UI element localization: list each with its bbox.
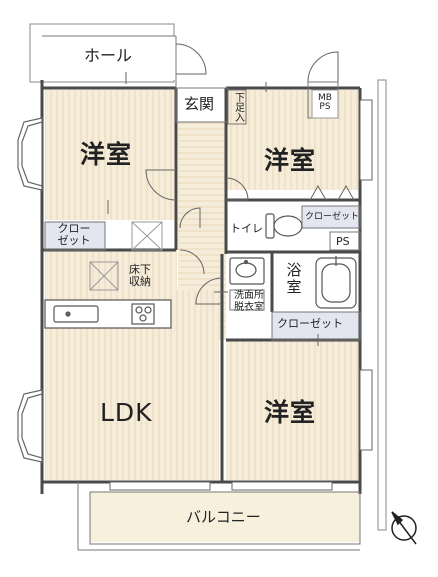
underfloor-line2: 収納: [129, 275, 151, 289]
mb-label: MB: [318, 93, 332, 103]
balcony-label: バルコニー: [186, 508, 261, 526]
closet-w-line1: クロー: [57, 222, 91, 235]
washroom-line1: 洗面所: [234, 290, 264, 301]
door-swings: [145, 43, 355, 305]
bath-label: 浴 室: [280, 262, 308, 295]
bath-line1: 浴: [286, 261, 302, 279]
closet-ne-label: クローゼット: [305, 212, 360, 222]
washer-pan: [229, 289, 265, 311]
closet-mid-label: クローゼット: [277, 317, 343, 330]
closet-w-fill: [45, 222, 105, 248]
floor-fills: [42, 36, 360, 542]
western-nw-label: 洋室: [80, 140, 133, 169]
kitchen-sink-icon: [53, 305, 99, 323]
mb-ps-label: MB PS: [314, 94, 336, 112]
entrance-label: 玄関: [184, 95, 215, 113]
ldk-label: LDK: [100, 398, 153, 427]
washroom-label: 洗面所 脱衣室: [227, 290, 271, 313]
closet-ne-fill: [302, 206, 360, 228]
toilet-label: トイレ: [230, 222, 263, 235]
western-ne-label: 洋室: [264, 146, 317, 175]
closet-w-label: クロー ゼット: [50, 222, 98, 248]
bay-window-lower: [17, 389, 43, 463]
wash-basin-icon: [229, 257, 265, 285]
hall-floor: [42, 36, 177, 80]
entrance-floor: [178, 90, 228, 122]
mb-ps-box: [311, 89, 339, 119]
underfloor-line1: 床下: [129, 263, 151, 276]
kitchen-counter: [44, 299, 172, 329]
bathtub-icon: [315, 256, 357, 309]
wall-ticks: [107, 72, 319, 346]
north-arrow-icon: [391, 511, 417, 545]
washroom-line2: 脱衣室: [234, 301, 264, 313]
underfloor-label: 床下 収納: [122, 263, 158, 289]
bath-line2: 室: [286, 277, 302, 296]
window-right: [359, 99, 373, 451]
balcony-sashes: [109, 481, 333, 491]
ps-label-top: PS: [319, 102, 331, 112]
underfloor-hatch: [89, 221, 163, 291]
hall-label: ホール: [84, 46, 133, 65]
shoe-box-label: 下足入: [232, 92, 244, 122]
closet-w-line2: ゼット: [57, 234, 91, 248]
thin-walls: [42, 35, 361, 551]
western-nw-floor: [45, 90, 175, 220]
western-se-label: 洋室: [264, 398, 317, 427]
bay-window-upper: [17, 117, 43, 191]
balcony-floor: [90, 492, 360, 542]
closet-mid-fill: [272, 312, 360, 338]
ps-label: PS: [336, 235, 350, 248]
toilet-icon: [265, 213, 303, 239]
western-se-floor: [226, 340, 360, 480]
